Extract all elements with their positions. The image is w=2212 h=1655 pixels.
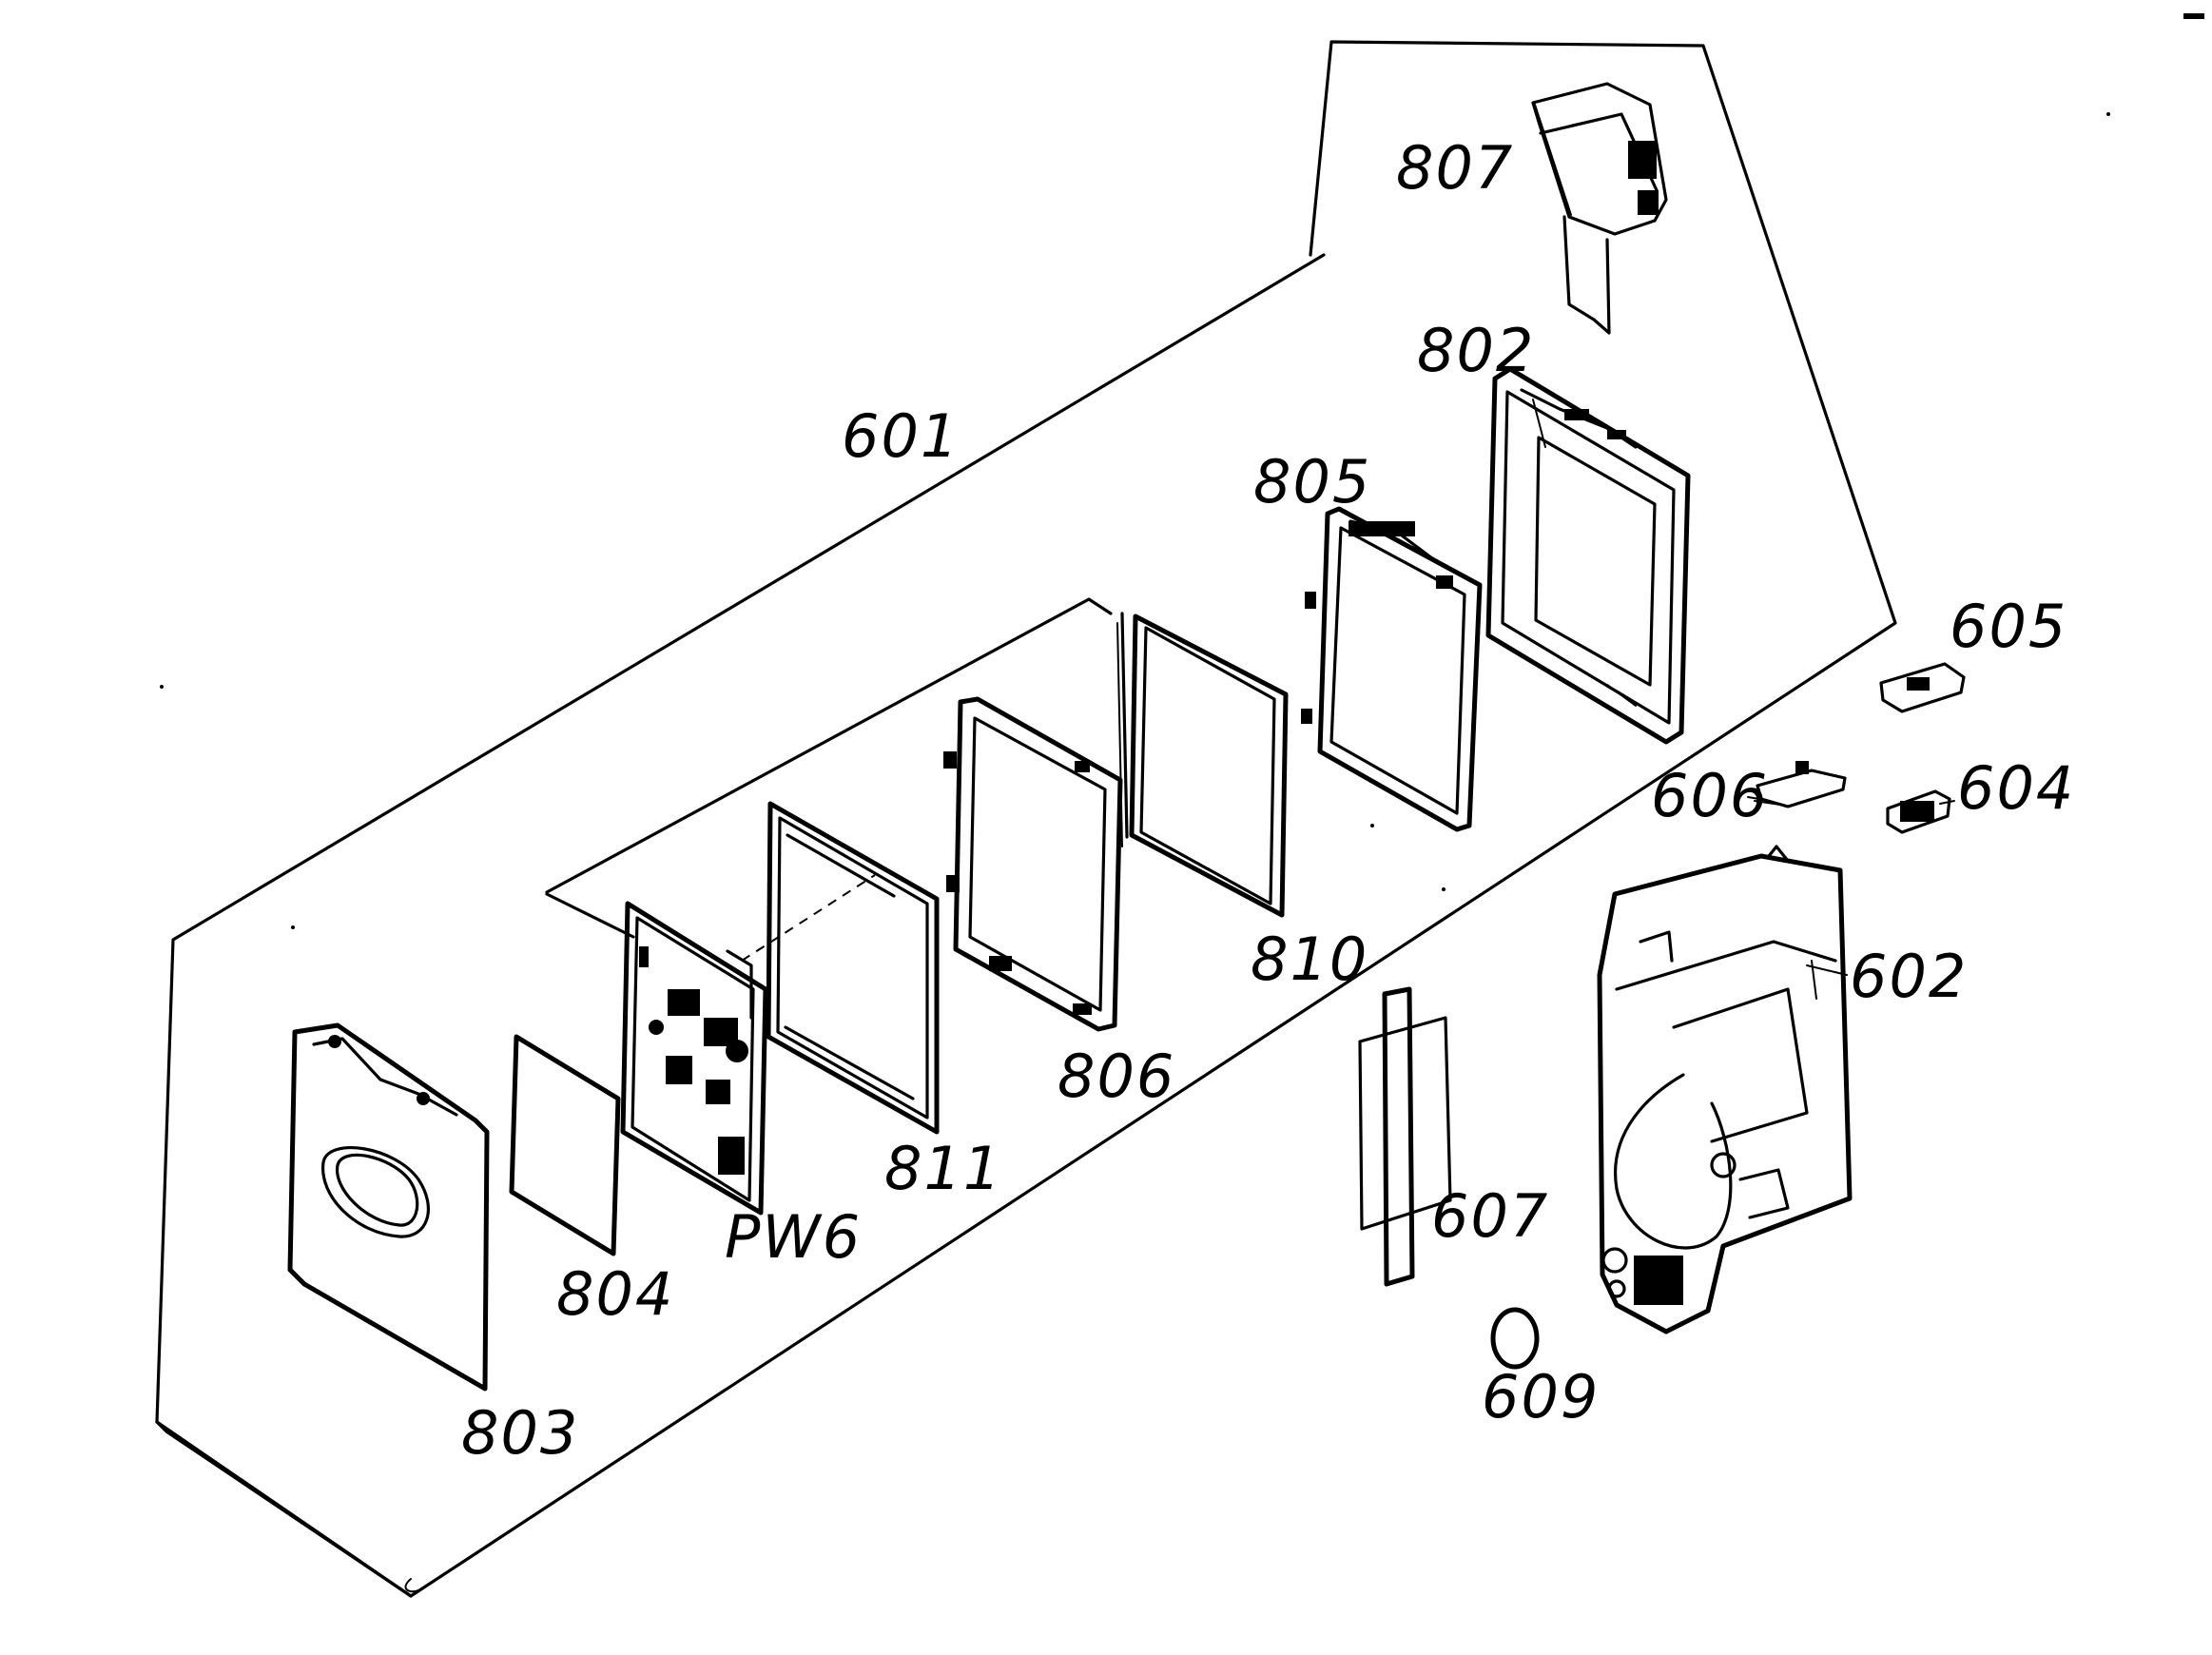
label-811: 811 xyxy=(884,1134,1002,1203)
assembly-boundary-601 xyxy=(155,40,1897,1598)
part-804-protective-sheet xyxy=(509,1034,621,1256)
part-604-switch xyxy=(1886,789,1951,834)
label-806: 806 xyxy=(1057,1042,1175,1111)
label-807: 807 xyxy=(1396,133,1514,203)
inner-subassembly-outline xyxy=(545,597,1113,939)
part-606-clip xyxy=(1754,761,1847,808)
part-807-connector xyxy=(1531,82,1668,335)
leader-602 xyxy=(1806,964,1848,976)
label-606: 606 xyxy=(1651,761,1769,830)
label-802: 802 xyxy=(1417,316,1535,385)
part-803-rear-cover xyxy=(287,1022,490,1392)
part-810-lcd-panel xyxy=(1116,612,1289,918)
part-811-diffuser xyxy=(741,801,940,1135)
part-labels: 601 807 802 805 605 606 604 602 810 806 … xyxy=(461,133,2075,1468)
speaker-grille xyxy=(1634,1256,1683,1305)
part-PW6-circuit-board xyxy=(620,901,768,1216)
part-805-shield-frame xyxy=(1301,506,1483,832)
label-601: 601 xyxy=(842,401,960,471)
label-605: 605 xyxy=(1950,592,2067,661)
label-609: 609 xyxy=(1482,1362,1600,1431)
label-804: 804 xyxy=(556,1259,674,1329)
label-810: 810 xyxy=(1251,925,1368,994)
leader-606 xyxy=(1747,796,1760,800)
label-602: 602 xyxy=(1850,942,1968,1011)
label-604: 604 xyxy=(1957,753,2075,823)
label-803: 803 xyxy=(461,1398,579,1468)
part-602-front-housing xyxy=(1597,845,1853,1334)
part-607-gasket xyxy=(1358,986,1452,1287)
part-802-rear-frame xyxy=(1485,366,1691,745)
label-PW6: PW6 xyxy=(725,1202,862,1272)
leader-604 xyxy=(1939,800,1955,805)
label-805: 805 xyxy=(1253,447,1371,516)
part-609-ring xyxy=(1490,1307,1540,1370)
part-806-frame-bracket xyxy=(943,696,1123,1032)
label-607: 607 xyxy=(1431,1181,1549,1251)
scan-specks xyxy=(160,13,2204,929)
part-605-bracket xyxy=(1879,662,1966,713)
